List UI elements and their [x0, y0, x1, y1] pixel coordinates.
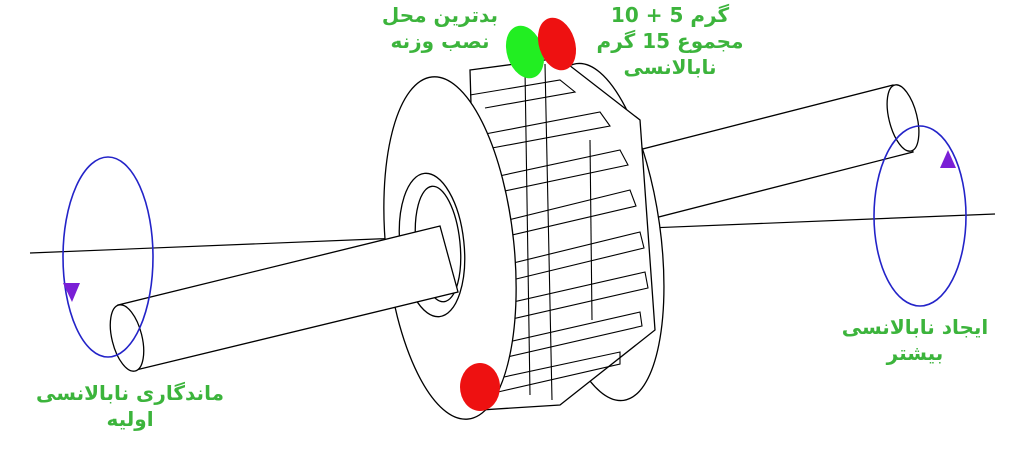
label-worst-location-line1: بدترین محل — [381, 3, 499, 27]
weight-added — [537, 17, 577, 71]
label-weight-added-line3: نابالانسی — [623, 55, 717, 79]
label-more-unbalance-line2: بیشتر — [886, 341, 944, 365]
label-weight-added-line2: مجموع 15 گرم — [596, 29, 744, 53]
label-more-unbalance-line1: ایجاد نابالانسی — [841, 315, 989, 339]
label-weight-added: گرم 5 + 10 مجموع 15 گرم نابالانسی — [590, 2, 750, 80]
label-more-unbalance: ایجاد نابالانسی بیشتر — [830, 314, 1000, 366]
label-initial-unbalance-line1: ماندگاری نابالانسی — [36, 381, 224, 405]
label-weight-added-line1: گرم 5 + 10 — [610, 3, 730, 27]
label-worst-location-line2: نصب وزنه — [390, 29, 490, 53]
label-initial-unbalance: ماندگاری نابالانسی اولیه — [20, 380, 240, 432]
shaft-right — [579, 84, 920, 233]
arrow-head-left-icon — [63, 283, 80, 302]
arrow-head-right-icon — [940, 150, 956, 168]
label-worst-location: بدترین محل نصب وزنه — [370, 2, 510, 54]
label-initial-unbalance-line2: اولیه — [106, 407, 154, 431]
rotation-arrow-left — [62, 156, 154, 358]
weight-initial-unbalance — [460, 363, 500, 411]
impeller-blades — [469, 63, 649, 401]
rotation-arrow-right — [873, 125, 967, 307]
weight-best-location — [505, 25, 545, 79]
